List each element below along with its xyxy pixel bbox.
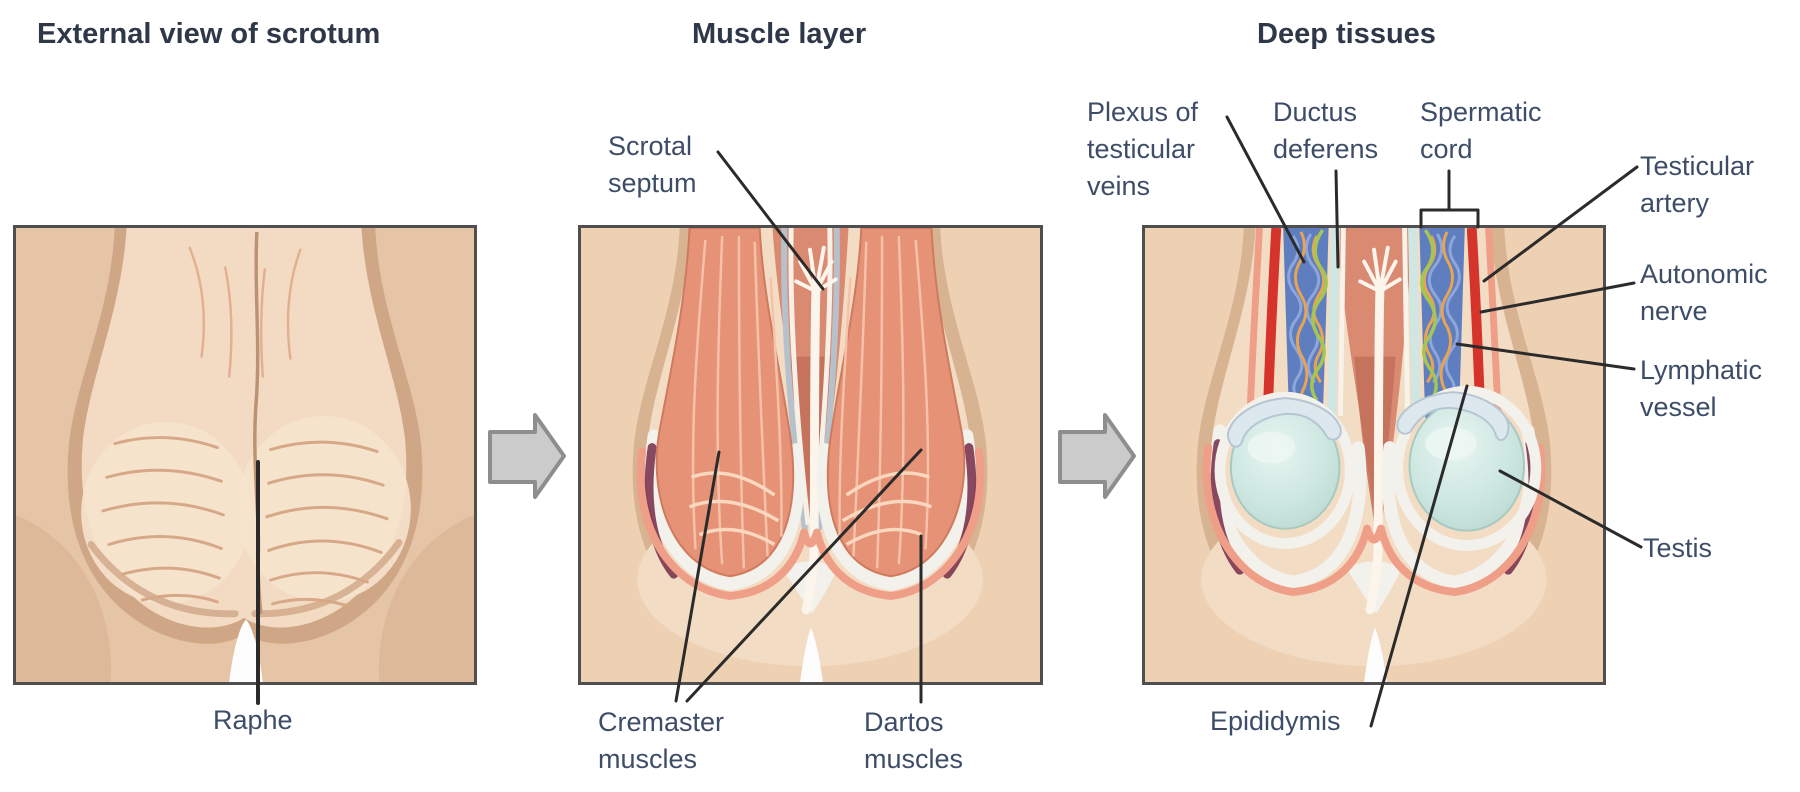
panel-external-view-illustration <box>13 225 477 685</box>
label-ductus-deferens: Ductus deferens <box>1273 97 1379 164</box>
ductus-deferens-left <box>1337 228 1346 416</box>
label-raphe: Raphe <box>213 705 293 735</box>
label-dartos-muscles: Dartos muscles <box>864 707 964 774</box>
panel-deep-tissues-illustration <box>1142 225 1606 685</box>
label-cremaster-muscles: Cremaster muscles <box>598 707 725 774</box>
panel-title-muscle-layer: Muscle layer <box>692 18 867 50</box>
ductus-deferens-right <box>1402 228 1411 416</box>
panel-title-deep-tissues: Deep tissues <box>1257 18 1436 50</box>
spermatic-cord-right <box>1402 228 1506 465</box>
arrow-right-icon <box>486 412 568 502</box>
label-spermatic-cord: Spermatic cord <box>1420 97 1542 164</box>
label-testis: Testis <box>1643 533 1713 563</box>
label-epididymis: Epididymis <box>1210 706 1341 736</box>
plexus-of-testicular-veins-left <box>1283 228 1329 418</box>
arrow-right-icon <box>1056 412 1138 502</box>
label-testicular-artery: Testicular artery <box>1640 151 1755 218</box>
lymphatic-vessel-right <box>1408 228 1421 417</box>
epididymis-left <box>1226 397 1342 448</box>
autonomic-nerve-right <box>1420 228 1438 402</box>
panel-title-external-view: External view of scrotum <box>37 18 381 50</box>
external-view-art <box>16 228 474 682</box>
label-plexus-testicular-veins: Plexus of testicular veins <box>1087 97 1199 201</box>
label-autonomic-nerve: Autonomic nerve <box>1640 259 1768 326</box>
lymphatic-vessel-left <box>1327 228 1340 417</box>
bracket-spermatic-cord <box>1419 169 1480 229</box>
autonomic-nerve-left <box>1310 228 1328 402</box>
label-scrotal-septum: Scrotal septum <box>608 131 697 198</box>
panel-muscle-layer-illustration <box>578 225 1043 685</box>
muscle-layer-art <box>581 228 1040 682</box>
label-lymphatic-vessel: Lymphatic vessel <box>1640 355 1763 422</box>
deep-tissues-art <box>1145 228 1603 682</box>
